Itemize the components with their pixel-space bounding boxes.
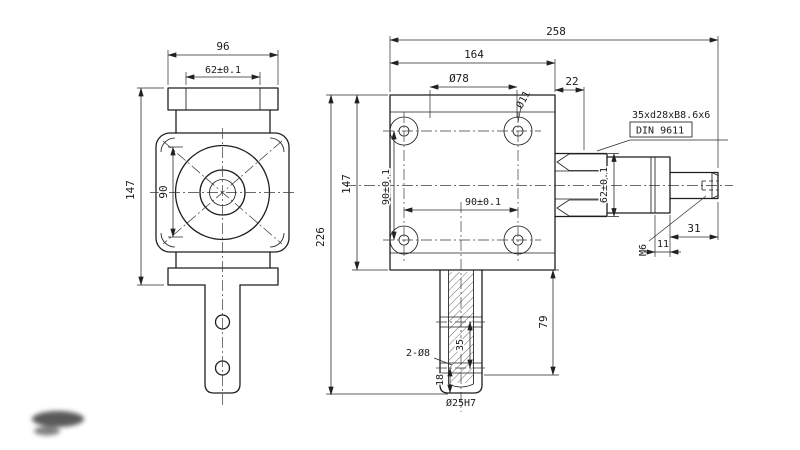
dim-label-spline-dia: 62±0.1	[599, 167, 610, 203]
dim-hole-spacing: 35	[454, 321, 473, 369]
dim-lower-shaft-length: 79	[484, 269, 559, 376]
dim-label-thread: M6	[638, 244, 649, 256]
dim-label-shaft-end-length: 31	[687, 222, 700, 235]
spline-callout: 35xd28xB8.6x6 DIN 9611	[596, 110, 728, 152]
lower-shaft	[436, 269, 486, 394]
front-shaft	[204, 284, 241, 394]
dim-label-bore: Ø25H7	[446, 397, 476, 409]
side-view-geometry	[345, 94, 733, 412]
dim-total-height: 226	[314, 94, 448, 396]
dim-label-hole-spacing: 35	[455, 339, 466, 351]
dim-side-height: 147	[326, 94, 388, 271]
front-view-dimensions: 96 62±0.1 147 90	[124, 40, 279, 286]
dim-label-front-width-inner: 62±0.1	[205, 65, 241, 76]
dim-label-front-width: 96	[216, 40, 229, 53]
dim-cross-holes: 2-Ø8	[406, 347, 453, 366]
dim-total-length: 258	[389, 25, 719, 168]
dim-bolt-circle: Ø78	[429, 72, 518, 118]
dim-front-width-inner: 62±0.1	[185, 65, 261, 85]
dim-label-front-height: 147	[124, 180, 137, 200]
dim-label-front-height-inner: 90	[157, 185, 170, 198]
dim-label-bolt-spacing-vertical: 90±0.1	[381, 169, 392, 205]
dim-label-cross-holes: 2-Ø8	[406, 347, 430, 359]
spline-shaft	[554, 152, 719, 218]
front-corner-arcs	[160, 137, 285, 248]
dim-shaft-end-length: 31	[669, 202, 719, 240]
side-body	[389, 94, 556, 271]
dim-thread: M6	[638, 195, 707, 256]
dim-bore: Ø25H7	[446, 397, 476, 409]
dim-bolt-spacing-vertical: 90±0.1	[380, 130, 397, 241]
dim-label-body-length: 164	[464, 48, 484, 61]
ring-groove	[650, 157, 656, 213]
watermark-logo	[32, 411, 84, 436]
dim-front-height: 147	[124, 87, 164, 286]
dim-bolt-spacing-horizontal: 90±0.1	[403, 196, 519, 213]
din-box	[629, 121, 693, 138]
dim-front-height-inner: 90	[156, 146, 183, 238]
dim-label-hole-end-offset: 18	[435, 374, 446, 386]
dim-label-spline-offset: 22	[565, 75, 578, 88]
dim-label-total-height: 226	[314, 227, 327, 247]
dim-label-total-length: 258	[546, 25, 566, 38]
bore-hatch	[448, 272, 474, 383]
dim-front-width: 96	[167, 40, 279, 85]
spline-teeth-top	[556, 153, 608, 171]
thread-hole-hidden-lines	[702, 180, 718, 191]
dim-label-bolt-spacing-horizontal: 90±0.1	[465, 197, 501, 208]
dim-body-length: 164	[389, 48, 556, 92]
front-view-geometry	[150, 87, 296, 405]
spline-standard-label: DIN 9611	[636, 126, 684, 137]
dim-label-lower-shaft-length: 79	[537, 315, 550, 328]
dim-label-bolt-circle: Ø78	[449, 72, 469, 85]
front-bottom-flange	[167, 251, 279, 286]
bolt-hole-centerlines	[383, 112, 541, 262]
dim-thread-depth: 11	[644, 215, 681, 257]
dim-hole-end-offset: 18	[434, 367, 453, 394]
dim-label-side-height: 147	[340, 174, 353, 194]
side-view: 258 164 Ø78 22 Ø11	[314, 25, 733, 412]
spline-spec-label: 35xd28xB8.6x6	[632, 110, 710, 121]
front-view: 96 62±0.1 147 90	[124, 40, 296, 405]
dim-label-thread-depth: 11	[657, 239, 669, 250]
dim-spline-offset: 22	[554, 75, 585, 150]
front-top-flange	[167, 87, 279, 134]
dim-spline-dia: 62±0.1	[598, 153, 619, 217]
side-view-dimensions: 258 164 Ø78 22 Ø11	[314, 25, 728, 409]
